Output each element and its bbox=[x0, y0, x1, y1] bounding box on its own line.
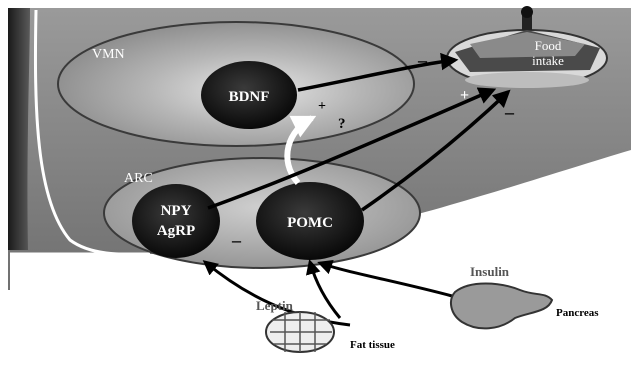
bdnf-label: BDNF bbox=[229, 89, 270, 105]
left-dark-band bbox=[8, 8, 30, 250]
food-label-line2: intake bbox=[532, 53, 564, 68]
minus-sign-food: – bbox=[504, 102, 515, 122]
plus-sign-food: + bbox=[460, 87, 469, 104]
minus-sign-npy: – bbox=[231, 230, 242, 250]
vmn-label: VMN bbox=[92, 47, 125, 62]
leptin-label: Leptin bbox=[256, 298, 294, 313]
fat-tissue-icon bbox=[266, 312, 334, 352]
insulin-label: Insulin bbox=[470, 264, 510, 279]
pomc-label: POMC bbox=[287, 215, 333, 231]
npy-label: NPY bbox=[161, 203, 192, 219]
pancreas-label: Pancreas bbox=[556, 307, 599, 319]
fat-tissue-label: Fat tissue bbox=[350, 339, 395, 351]
agrp-label: AgRP bbox=[157, 223, 195, 239]
minus-sign-bdnf-food: – bbox=[417, 50, 428, 70]
question-mark: ? bbox=[338, 116, 346, 132]
arc-label: ARC bbox=[124, 171, 153, 186]
npy-agrp-node bbox=[132, 184, 220, 258]
food-label-line1: Food bbox=[535, 38, 562, 53]
plus-sign-bdnf: + bbox=[318, 99, 326, 114]
